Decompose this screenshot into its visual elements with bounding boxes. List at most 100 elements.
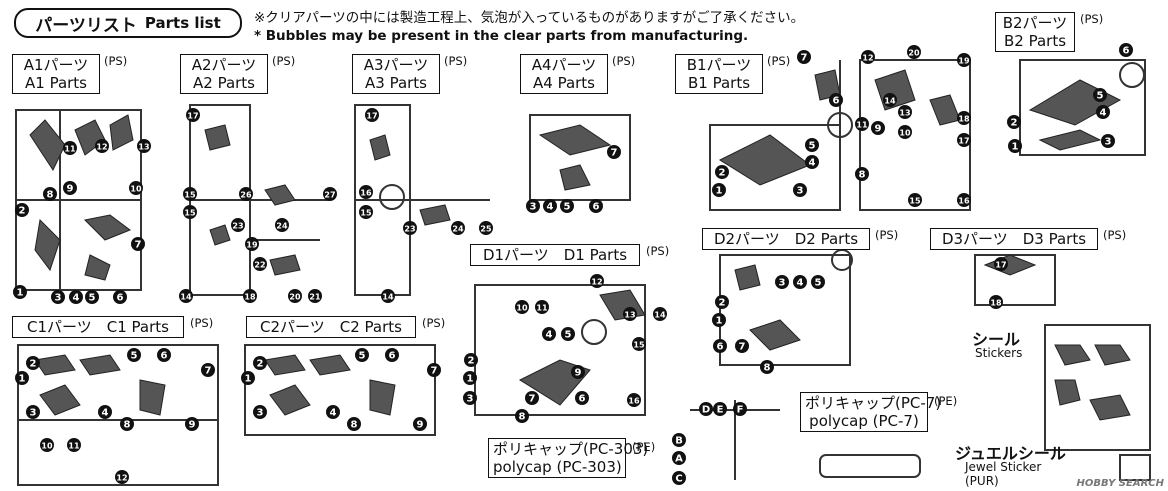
svg-text:5: 5	[359, 351, 366, 362]
runner-d1-material: (PS)	[646, 244, 670, 258]
part-number-d1-1: 1	[463, 371, 477, 385]
runner-a3-en: A3 Parts	[365, 74, 427, 92]
runner-a3-jp: A3パーツ	[363, 56, 429, 74]
part-number-a3-16: 16	[359, 185, 373, 199]
part-number-c1-5: 5	[127, 348, 141, 362]
svg-text:8: 8	[519, 412, 526, 423]
runner-a1-jp: A1パーツ	[23, 56, 89, 74]
svg-text:26: 26	[240, 191, 252, 200]
svg-text:15: 15	[360, 209, 372, 218]
svg-text:4: 4	[330, 408, 337, 419]
part-number-c1-10: 10	[40, 438, 54, 452]
part-number-a1-11: 11	[63, 141, 77, 155]
part-number-c1-7: 7	[201, 363, 215, 377]
runner-a3-material: (PS)	[444, 54, 468, 68]
svg-text:5: 5	[565, 330, 572, 341]
part-number-b1-9: 9	[871, 121, 885, 135]
part-number-b2-6: 6	[1119, 43, 1133, 57]
part-number-a1-9: 9	[63, 181, 77, 195]
svg-text:23: 23	[232, 222, 243, 231]
svg-text:24: 24	[452, 225, 464, 234]
svg-text:4: 4	[546, 330, 553, 341]
svg-text:6: 6	[161, 351, 168, 362]
header-title-en: Parts list	[144, 14, 221, 32]
watermark: HOBBY SEARCH	[1076, 478, 1164, 489]
part-number-d1-4: 4	[542, 327, 556, 341]
svg-text:11: 11	[856, 121, 868, 130]
svg-text:17: 17	[995, 261, 1006, 270]
svg-text:12: 12	[862, 54, 873, 63]
part-number-d1-16: 16	[627, 393, 641, 407]
svg-text:8: 8	[764, 363, 771, 374]
runner-label-b1: B1パーツ B1 Parts	[675, 54, 763, 94]
part-number-c2-5: 5	[355, 348, 369, 362]
svg-text:1: 1	[17, 288, 24, 299]
part-number-pc-D: D	[699, 402, 713, 416]
part-number-d2-4: 4	[793, 275, 807, 289]
part-number-a4-3: 3	[526, 199, 540, 213]
part-number-b2-4: 4	[1096, 105, 1110, 119]
runner-label-b2: B2パーツ B2 Parts	[995, 12, 1075, 52]
svg-text:14: 14	[382, 293, 394, 302]
part-number-d1-6: 6	[575, 391, 589, 405]
runner-a4-material: (PS)	[612, 54, 636, 68]
runner-frame-b2	[1019, 59, 1146, 156]
runner-c1-material: (PS)	[190, 316, 214, 330]
part-number-b1-10: 10	[898, 125, 912, 139]
part-number-a2-27: 27	[323, 187, 337, 201]
svg-text:13: 13	[624, 311, 635, 320]
part-number-a1-5: 5	[85, 290, 99, 304]
svg-text:15: 15	[184, 209, 196, 218]
svg-text:B: B	[675, 436, 683, 447]
part-number-d2-8: 8	[760, 360, 774, 374]
svg-text:3: 3	[779, 278, 786, 289]
part-number-d2-1: 1	[712, 313, 726, 327]
svg-text:18: 18	[244, 293, 256, 302]
polycap-pc303-jp: ポリキャップ(PC-303)	[493, 440, 649, 458]
svg-text:D: D	[702, 405, 710, 416]
part-number-b2-5: 5	[1093, 88, 1107, 102]
polycap-pc7-en: polycap (PC-7)	[809, 412, 919, 430]
svg-text:6: 6	[717, 342, 724, 353]
part-number-pc-F: F	[733, 402, 747, 416]
svg-text:15: 15	[633, 341, 645, 350]
part-number-a2-23: 23	[231, 218, 245, 232]
part-number-c1-4: 4	[98, 405, 112, 419]
svg-text:4: 4	[797, 278, 804, 289]
sticker-sheet-outline	[1044, 324, 1151, 451]
svg-text:19: 19	[958, 57, 970, 66]
svg-text:4: 4	[102, 408, 109, 419]
runner-a4-jp: A4パーツ	[531, 56, 597, 74]
part-number-a1-1: 1	[13, 285, 27, 299]
svg-text:3: 3	[530, 202, 537, 213]
svg-text:8: 8	[859, 170, 866, 181]
svg-text:6: 6	[579, 394, 586, 405]
part-number-c2-3: 3	[253, 405, 267, 419]
svg-text:2: 2	[468, 356, 475, 367]
part-number-a2-20: 20	[288, 289, 302, 303]
runner-a2-jp: A2パーツ	[191, 56, 257, 74]
part-number-a2-22: 22	[253, 257, 267, 271]
svg-text:15: 15	[909, 197, 921, 206]
part-number-d1-7: 7	[525, 391, 539, 405]
part-number-c1-9: 9	[185, 417, 199, 431]
svg-text:3: 3	[30, 408, 37, 419]
svg-text:7: 7	[431, 366, 438, 377]
svg-text:1: 1	[716, 186, 723, 197]
runner-label-a4: A4パーツ A4 Parts	[520, 54, 608, 94]
svg-text:8: 8	[47, 190, 54, 201]
svg-text:27: 27	[324, 191, 335, 200]
polycap-pc7-material: (PE)	[934, 394, 958, 408]
part-number-a2-17: 17	[186, 108, 200, 122]
svg-text:20: 20	[289, 293, 301, 302]
part-number-c2-8: 8	[347, 417, 361, 431]
svg-text:2: 2	[719, 298, 726, 309]
part-number-a1-3: 3	[51, 290, 65, 304]
runner-label-d3: D3パーツ D3 Parts	[930, 228, 1098, 250]
svg-text:9: 9	[875, 124, 882, 135]
runner-frame-d2	[719, 254, 851, 366]
runner-b1-jp: B1パーツ	[686, 56, 752, 74]
part-number-b1-20: 20	[907, 45, 921, 59]
jewel-sticker-label-en: Jewel Sticker	[965, 460, 1042, 474]
